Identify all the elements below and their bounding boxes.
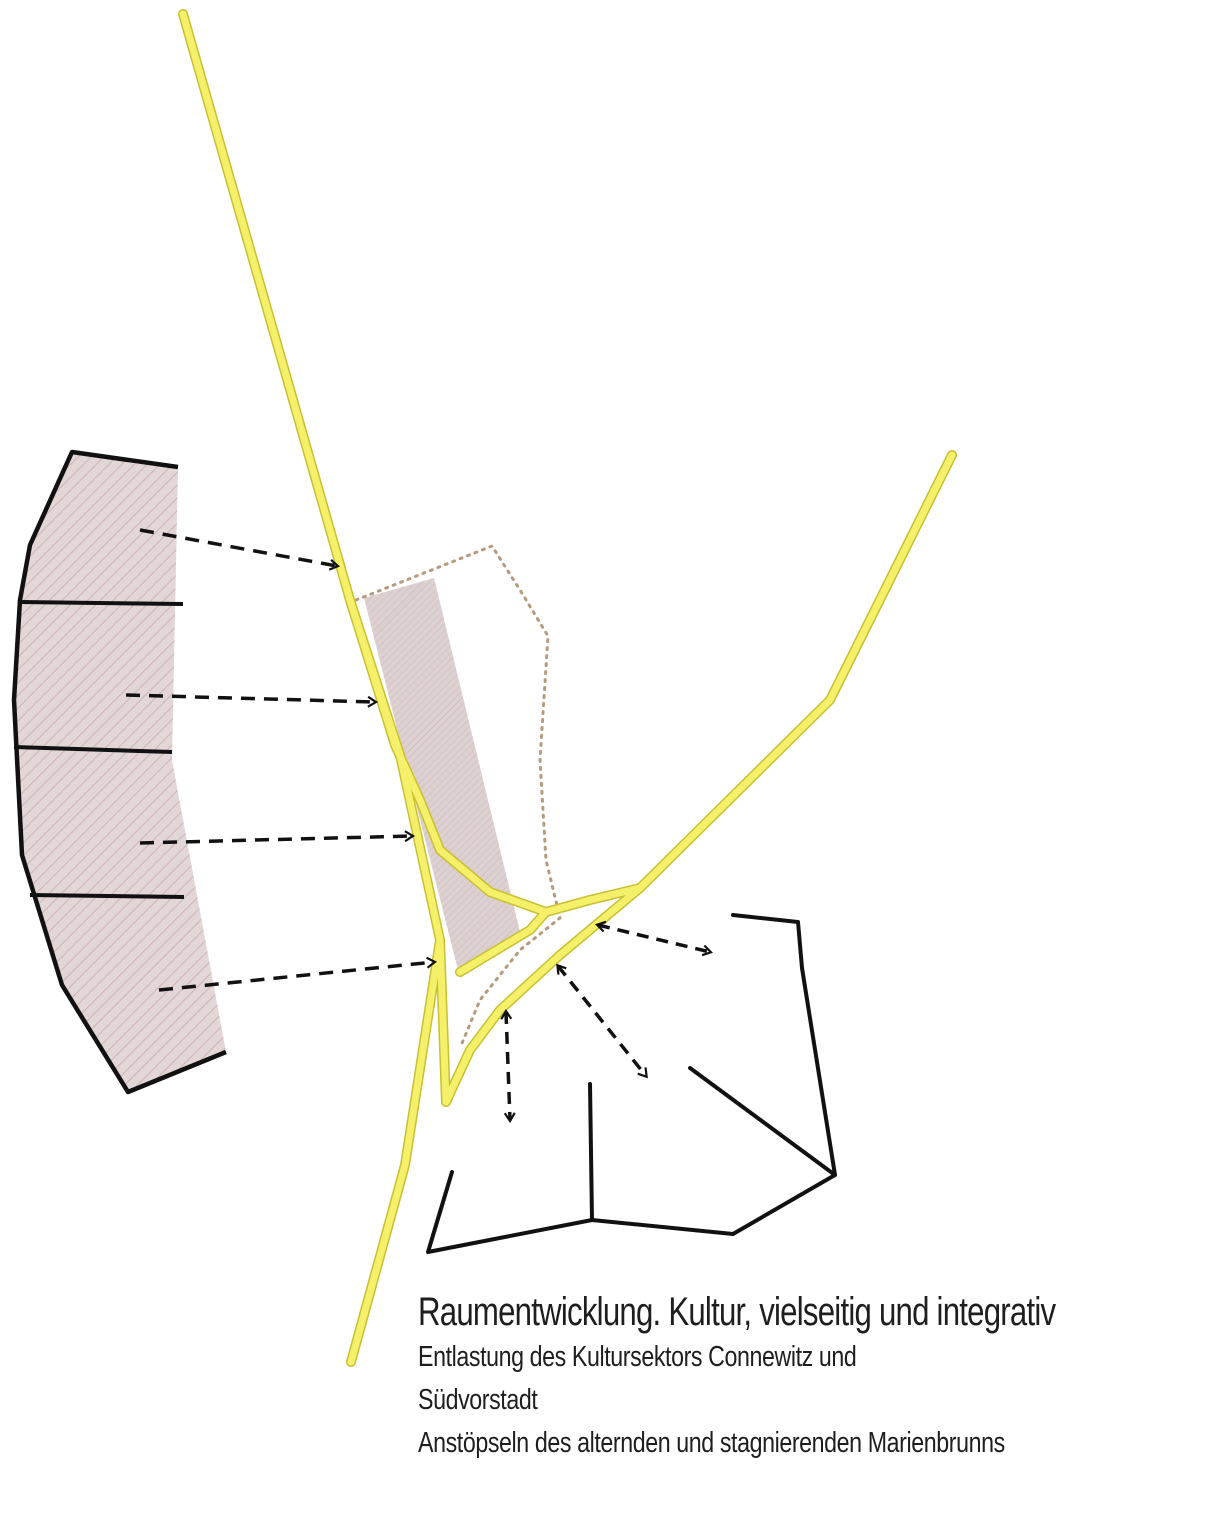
caption-title: Raumentwicklung. Kultur, vielseitig und … — [418, 1290, 1056, 1334]
central-hatched-strip — [364, 578, 522, 978]
dotted-site-boundary — [354, 544, 562, 1050]
west-hatched-district — [11, 449, 227, 1095]
arrow-east-1 — [598, 925, 710, 952]
caption-line-1: Entlastung des Kultursektors Connewitz u… — [418, 1341, 857, 1373]
arrow-west-4 — [158, 962, 434, 992]
arrow-east-2 — [558, 966, 646, 1076]
west-influence-arrows — [125, 528, 434, 992]
arrow-east-3 — [506, 1012, 510, 1120]
arrow-west-1 — [139, 528, 337, 566]
arrow-west-2 — [125, 693, 375, 702]
east-connection-arrows — [506, 925, 710, 1120]
road-network — [178, 9, 957, 1367]
caption-line-3: Anstöpseln des alternden und stagnierend… — [418, 1427, 1005, 1459]
caption-line-2: Südvorstadt — [418, 1384, 538, 1416]
diagram-caption: Raumentwicklung. Kultur, vielseitig und … — [418, 1288, 1218, 1465]
east-district-outline — [426, 913, 837, 1254]
